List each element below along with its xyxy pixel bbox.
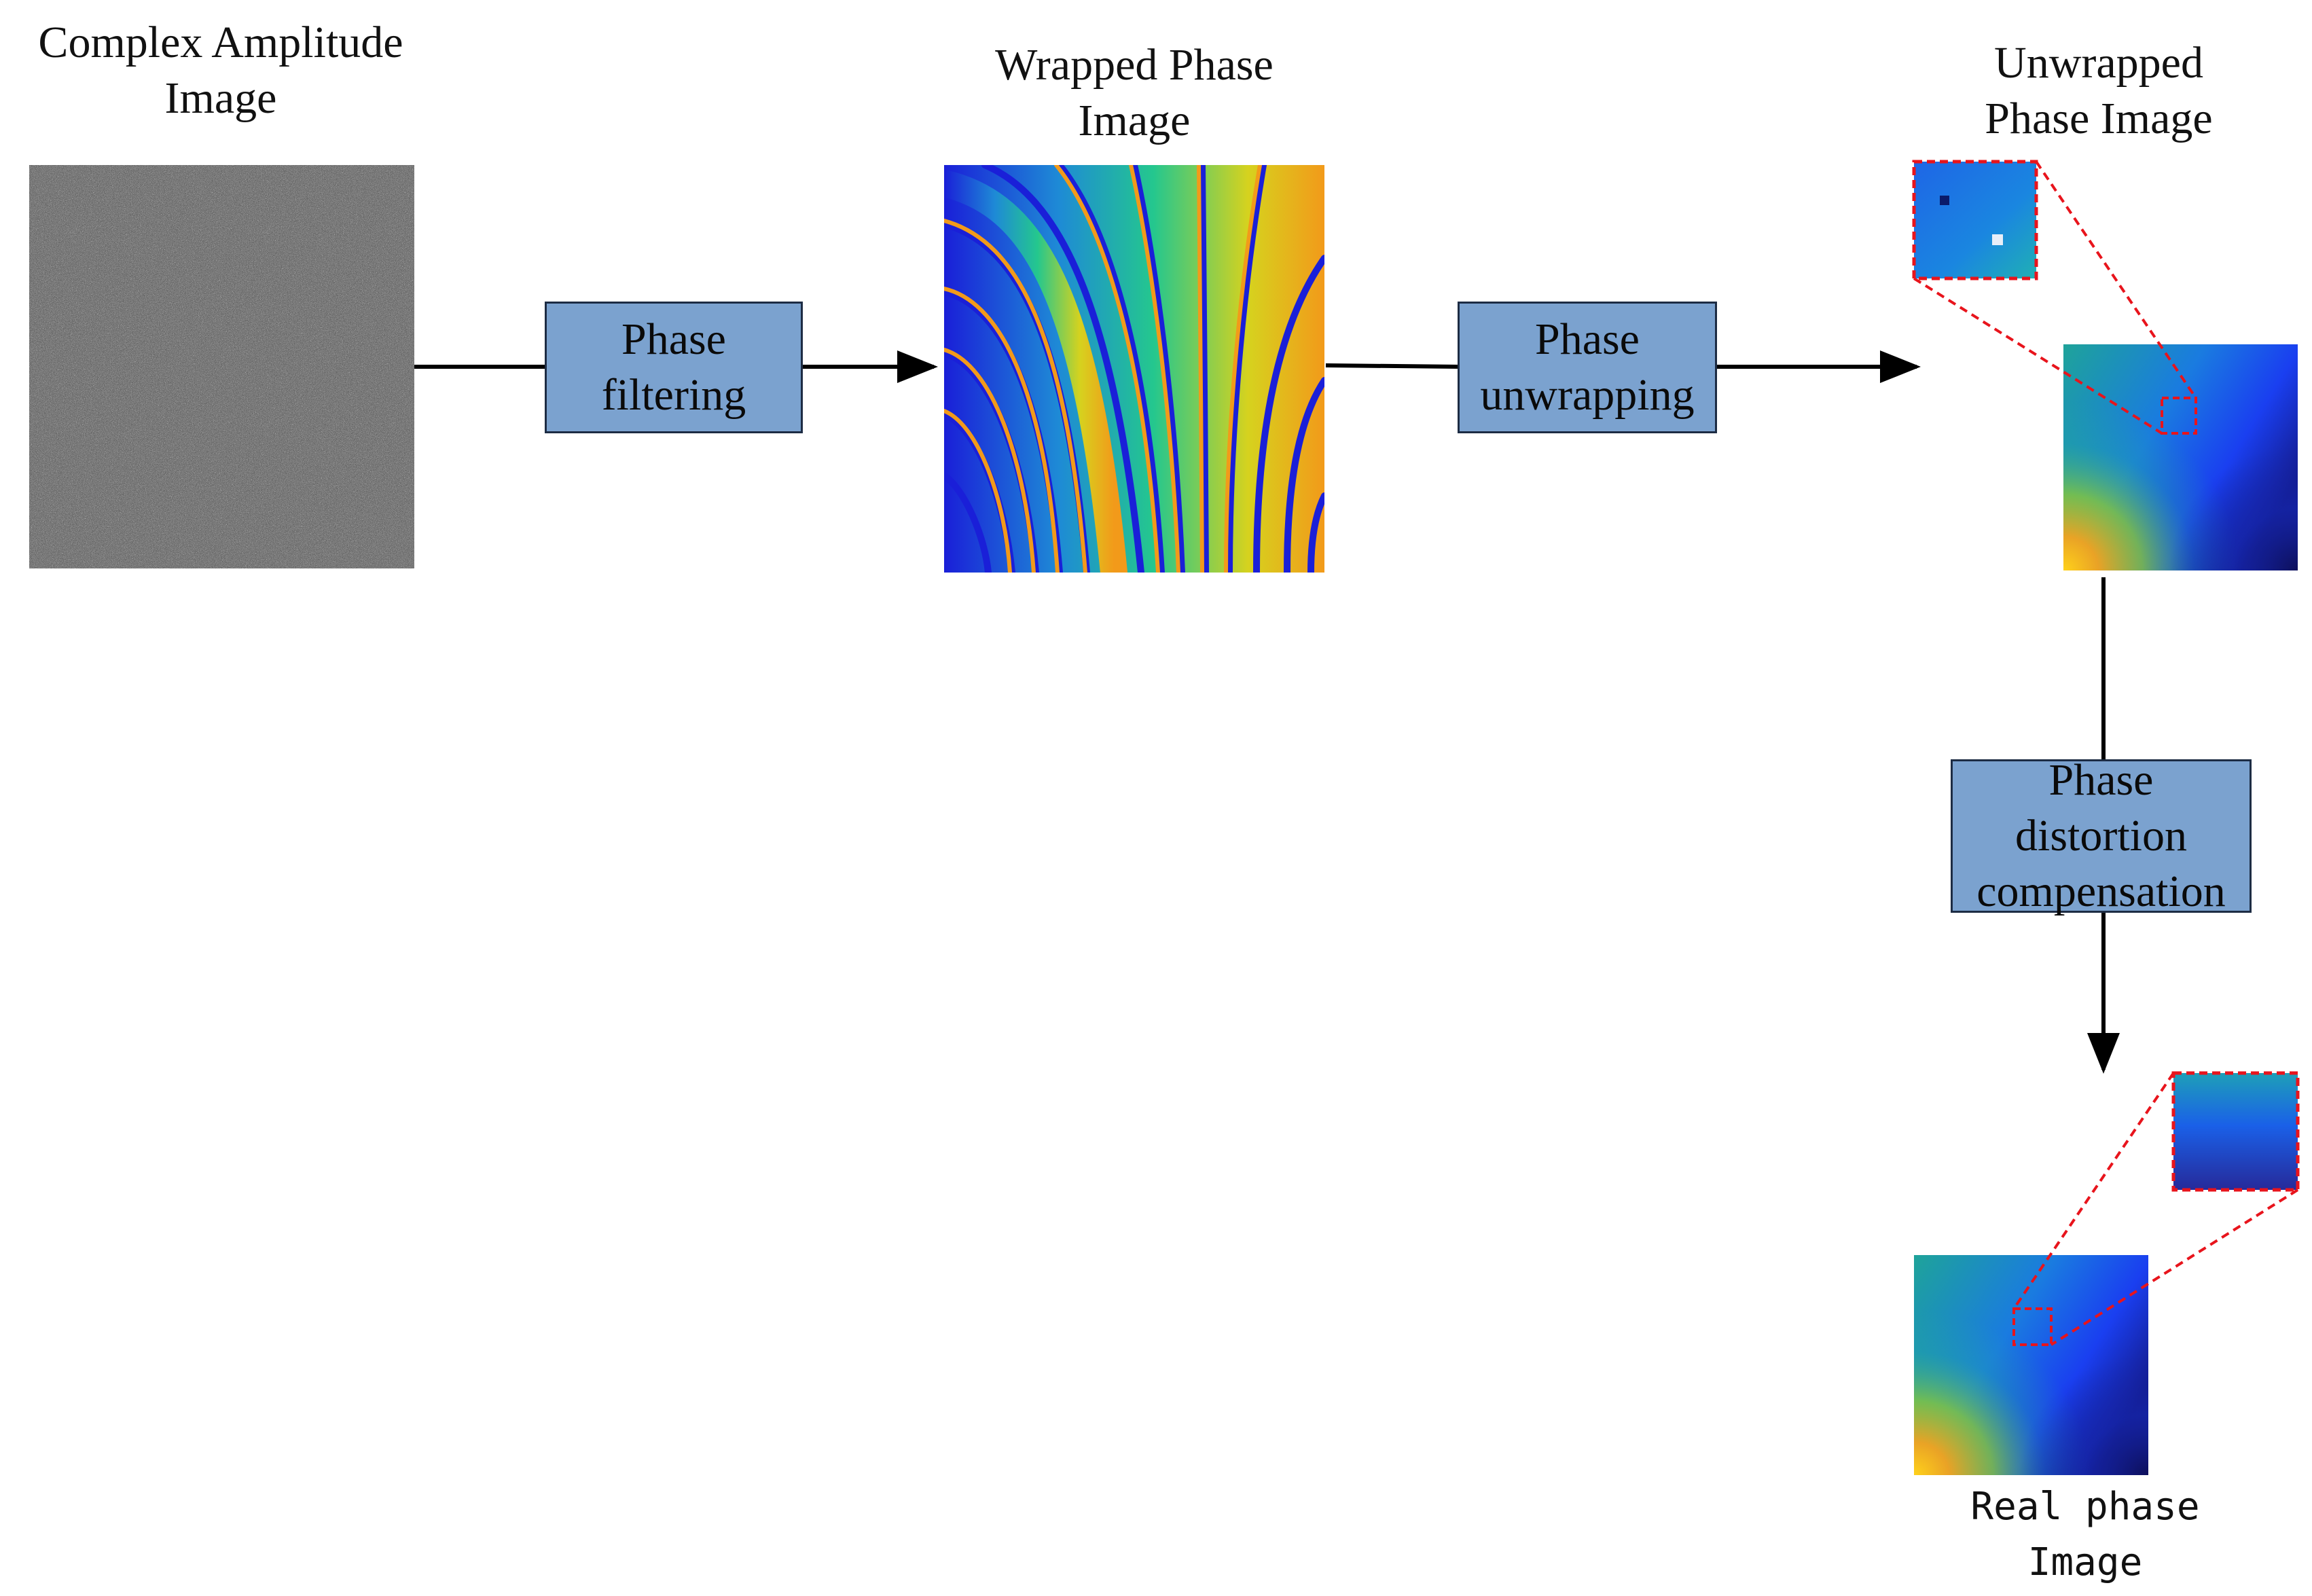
phase-distortion-compensation-step: Phase distortion compensation — [1951, 755, 2252, 916]
phase-unwrapping-step: Phase unwrapping — [1458, 302, 1717, 433]
unwrapped-zoom-inset — [1912, 160, 2197, 435]
step-line: Phase — [2048, 755, 2154, 805]
unwrapped-phase-image — [2063, 344, 2298, 570]
label-line: Complex Amplitude — [38, 18, 403, 67]
complex-amplitude-image — [29, 165, 414, 568]
label-line: Image — [2027, 1540, 2143, 1584]
step-line: unwrapping — [1480, 370, 1695, 420]
unwrapped-phase-label: Unwrapped Phase Image — [1956, 35, 2241, 147]
step-line: filtering — [601, 370, 746, 420]
dark-defect-pixel — [1940, 196, 1949, 205]
step-line: distortion — [2015, 811, 2187, 860]
label-line: Wrapped Phase — [995, 40, 1274, 90]
complex-amplitude-label: Complex Amplitude Image — [0, 15, 441, 126]
zoom-region-marker — [2161, 397, 2197, 435]
label-line: Phase Image — [1985, 94, 2213, 143]
step-line: Phase — [621, 314, 726, 364]
wrapped-phase-image — [944, 165, 1324, 573]
flow-connectors — [414, 350, 2120, 1074]
label-line: Real phase — [1970, 1485, 2200, 1529]
real-phase-zoom-inset — [2012, 1071, 2300, 1346]
phase-filtering-step: Phase filtering — [545, 302, 803, 433]
zoom-region-marker — [2012, 1307, 2053, 1346]
label-line: Image — [1078, 96, 1191, 145]
label-line: Unwrapped — [1994, 38, 2203, 88]
connector-line — [1325, 363, 1461, 369]
real-phase-image — [1914, 1255, 2148, 1475]
bright-defect-pixel — [1992, 234, 2003, 245]
wrapped-phase-label: Wrapped Phase Image — [931, 37, 1338, 149]
step-line: compensation — [1976, 867, 2226, 916]
label-line: Image — [164, 73, 277, 123]
step-line: Phase — [1535, 314, 1640, 364]
real-phase-label: Real phase Image — [1943, 1479, 2228, 1591]
